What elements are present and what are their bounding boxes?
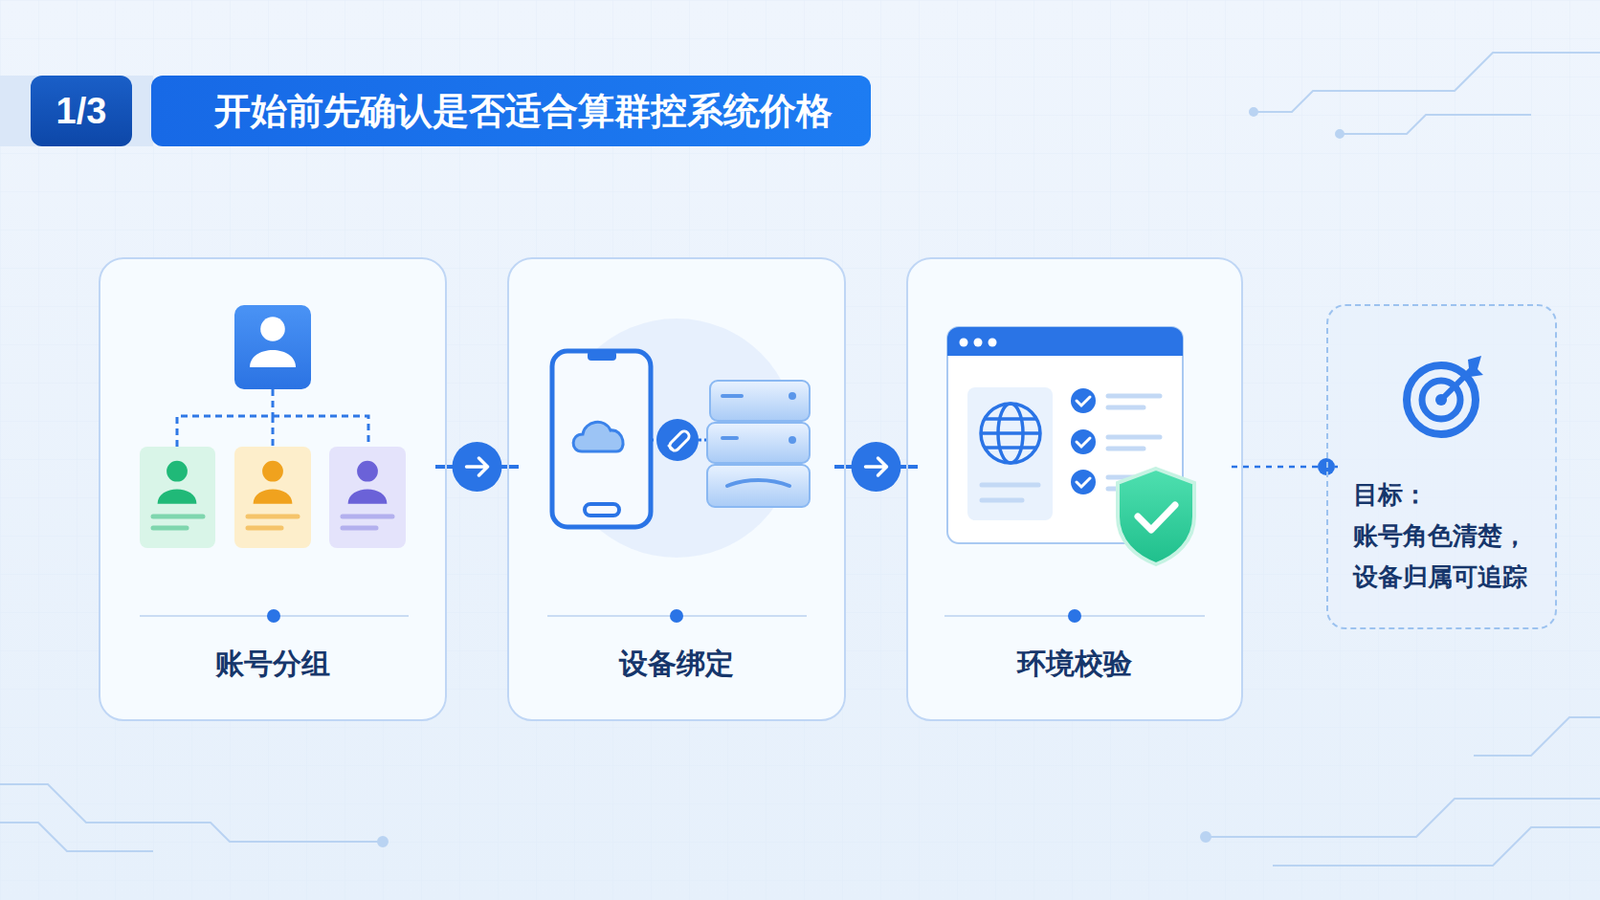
target-icon [1406,355,1484,435]
divider-dots [266,609,1082,623]
title-text: 开始前先确认是否适合算群控系统价格 [214,87,833,136]
step-card: 账号分组 [98,257,447,722]
arrow-head [866,458,888,476]
connector [834,442,918,492]
step-card: 环境校验 [906,257,1244,722]
account-tree-icon [139,305,406,549]
node-label: 设备绑定 [619,646,734,682]
arrow-circle [452,442,503,492]
arrow-head [466,458,489,476]
device-binding-icon [552,318,810,558]
card-fill [98,257,447,722]
step-card: 设备绑定 [507,257,846,722]
card-fill [507,257,846,722]
connector [1231,458,1338,476]
circuit-lines [0,52,1600,867]
node-body: 账号角色清楚， 设备归属可追踪 [1353,515,1546,599]
badge-band [0,75,154,147]
title-bar: 开始前先确认是否适合算群控系统价格 [151,75,871,147]
environment-check-icon [947,327,1195,565]
card-fill [906,257,1244,722]
arrow-circle [851,442,902,492]
node-label: 目标： [1353,474,1546,516]
step-badge: 1/3 [30,75,133,147]
node-label: 账号分组 [215,646,331,682]
goal-box: 目标：账号角色清楚， 设备归属可追踪 [1326,304,1557,630]
card-fill [1326,304,1557,630]
connector [435,442,519,492]
node-label: 环境校验 [1017,646,1133,682]
node-label: 1/3 [56,90,108,133]
